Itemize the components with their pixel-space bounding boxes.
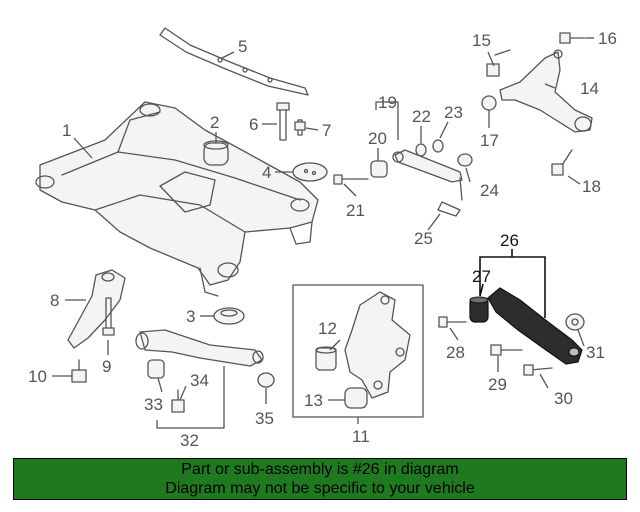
part-nut-7[interactable]: [294, 119, 306, 136]
callout-10[interactable]: 10: [28, 367, 47, 386]
callout-24[interactable]: 24: [480, 181, 499, 200]
callout-32[interactable]: 32: [180, 431, 199, 450]
part-stopper-4[interactable]: [292, 162, 328, 182]
part-bolt-30[interactable]: [523, 364, 553, 376]
part-stay-bar[interactable]: [159, 27, 309, 96]
callout-23[interactable]: 23: [444, 103, 463, 122]
part-bushing-12[interactable]: [315, 346, 337, 371]
notice-banner: Part or sub-assembly is #26 in diagram D…: [13, 458, 627, 500]
callout-28[interactable]: 28: [446, 343, 465, 362]
callout-4[interactable]: 4: [262, 163, 271, 182]
callout-13[interactable]: 13: [304, 391, 323, 410]
part-link-19[interactable]: [392, 149, 463, 201]
part-nut-35[interactable]: [257, 372, 275, 388]
callout-22[interactable]: 22: [412, 107, 431, 126]
callout-29[interactable]: 29: [488, 375, 507, 394]
part-bracket-8[interactable]: [67, 269, 126, 349]
callout-19[interactable]: 19: [378, 93, 397, 112]
callout-15[interactable]: 15: [472, 31, 491, 50]
callout-6[interactable]: 6: [249, 115, 258, 134]
part-bushing-13[interactable]: [344, 387, 368, 409]
callout-18[interactable]: 18: [582, 177, 601, 196]
callout-30[interactable]: 30: [554, 389, 573, 408]
callout-11[interactable]: 11: [352, 427, 370, 446]
callout-1[interactable]: 1: [62, 121, 71, 140]
part-bolt-6[interactable]: [276, 102, 290, 141]
callout-31[interactable]: 31: [586, 343, 605, 362]
callout-25[interactable]: 25: [414, 229, 433, 248]
part-washer-31[interactable]: [565, 313, 585, 331]
part-nut-24[interactable]: [457, 153, 473, 167]
callout-17[interactable]: 17: [480, 131, 499, 150]
part-bolt-18[interactable]: [551, 149, 573, 176]
part-bolt-10[interactable]: [71, 359, 87, 383]
notice-line-disclaimer: Diagram may not be specific to your vehi…: [165, 480, 475, 497]
callout-5[interactable]: 5: [238, 37, 247, 56]
part-bolt-16[interactable]: [559, 32, 586, 44]
part-bushing-20[interactable]: [370, 160, 388, 178]
part-lateral-arm-32[interactable]: [135, 329, 264, 367]
part-upper-arm-14[interactable]: [499, 49, 593, 133]
part-nut-17[interactable]: [481, 95, 497, 111]
callout-21[interactable]: 21: [346, 201, 365, 220]
notice-line-part: Part or sub-assembly is #26 in diagram: [181, 461, 459, 478]
part-bushing-2[interactable]: [203, 140, 229, 166]
part-bolt-28[interactable]: [438, 316, 467, 328]
callout-16[interactable]: 16: [598, 29, 617, 48]
callout-14[interactable]: 14: [580, 79, 599, 98]
part-bolt-21[interactable]: [333, 174, 369, 185]
part-washer-22[interactable]: [415, 143, 427, 157]
callout-35[interactable]: 35: [255, 409, 274, 428]
leader-lines: [52, 37, 594, 429]
exploded-parts-diagram: 1 2 3 4 5 6 7 8 9 10 11 12 13 14 15 16 1…: [28, 27, 617, 450]
callout-33[interactable]: 33: [144, 395, 163, 414]
part-subframe[interactable]: [35, 101, 319, 297]
callout-9[interactable]: 9: [102, 357, 111, 376]
part-bolt-29[interactable]: [490, 344, 523, 356]
callout-2[interactable]: 2: [210, 113, 219, 132]
part-lower-arm-26-highlighted[interactable]: [487, 287, 583, 365]
callout-8[interactable]: 8: [50, 291, 59, 310]
part-bushing-27-highlighted[interactable]: [469, 296, 489, 323]
leader-lines-highlighted: [479, 249, 546, 318]
part-mount-3[interactable]: [213, 307, 245, 325]
callout-12[interactable]: 12: [318, 319, 337, 338]
callout-20[interactable]: 20: [368, 129, 387, 148]
callout-7[interactable]: 7: [322, 121, 331, 140]
callout-34[interactable]: 34: [190, 371, 209, 390]
part-pin-25[interactable]: [437, 201, 461, 217]
callout-26-highlighted[interactable]: 26: [500, 231, 519, 250]
callout-3[interactable]: 3: [186, 307, 195, 326]
callout-27-highlighted[interactable]: 27: [472, 267, 491, 286]
part-bolt-9[interactable]: [102, 297, 115, 336]
part-bushing-33[interactable]: [147, 359, 165, 379]
part-bolt-15[interactable]: [486, 49, 511, 77]
part-washer-23[interactable]: [432, 139, 444, 153]
part-bolt-34[interactable]: [171, 389, 185, 413]
